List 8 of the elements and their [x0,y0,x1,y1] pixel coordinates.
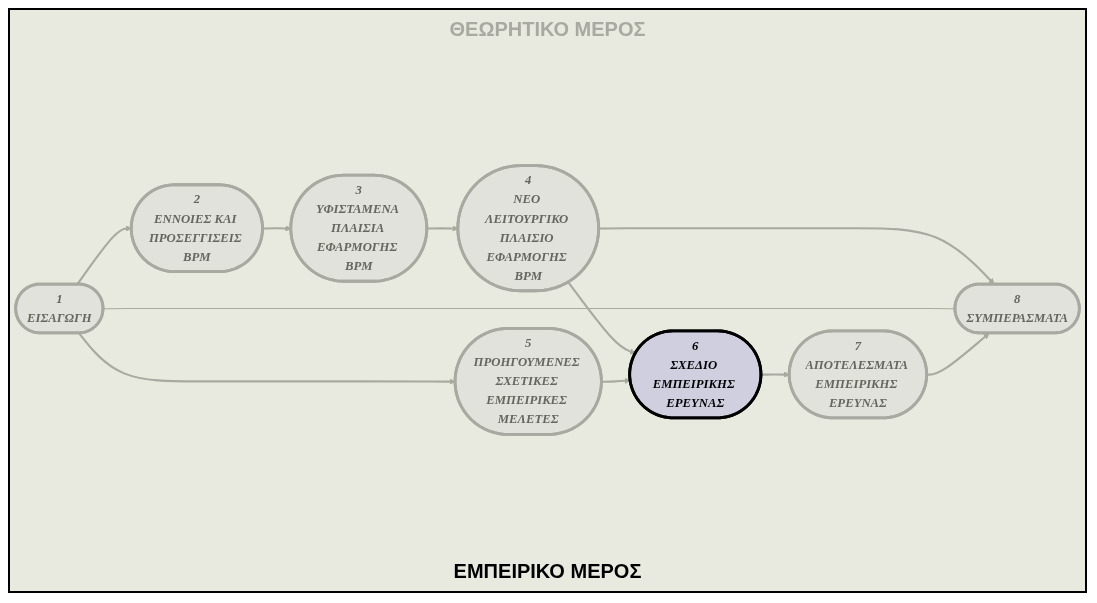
arrow [926,333,990,377]
arrow [601,378,631,385]
arrow [567,282,636,355]
section-heading: ΕΜΠΕΙΡΙΚΟ ΜΕΡΟΣ [453,560,642,583]
arrow [78,332,456,386]
arrow [427,225,459,232]
section-heading: ΘΕΩΡΗΤΙΚΟ ΜΕΡΟΣ [449,18,646,41]
arrow [761,371,790,379]
